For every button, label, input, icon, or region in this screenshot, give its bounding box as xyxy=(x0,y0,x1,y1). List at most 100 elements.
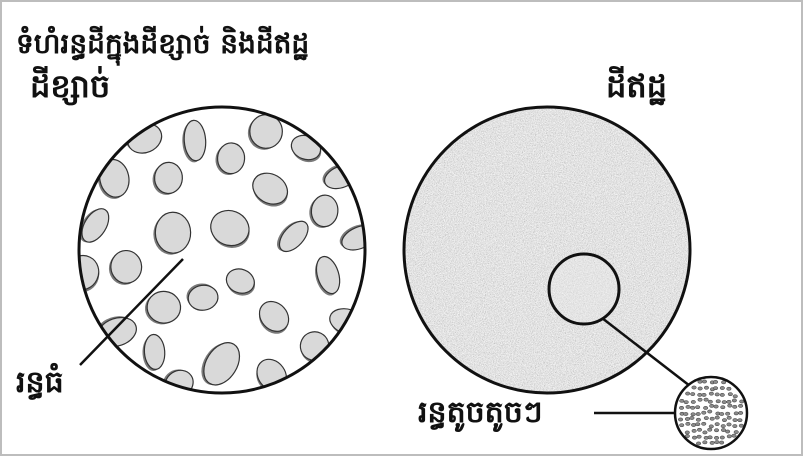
clay-particle xyxy=(728,393,732,396)
clay-particle xyxy=(740,400,744,403)
clay-particle xyxy=(716,400,720,403)
clay-particle xyxy=(690,406,694,409)
clay-particle xyxy=(685,431,689,434)
clay-particle xyxy=(708,436,712,439)
clay-particle xyxy=(680,399,684,402)
clay-particle xyxy=(708,410,712,413)
clay-particle xyxy=(733,405,737,408)
clay-particle xyxy=(727,387,731,390)
clay-particle xyxy=(698,393,702,396)
clay-particle xyxy=(722,400,726,403)
clay-particle xyxy=(692,429,696,432)
clay-particle xyxy=(702,393,706,396)
clay-particle xyxy=(738,404,742,407)
clay-soil-label: ដីឥដ្ឋ xyxy=(606,70,667,102)
clay-particle xyxy=(704,398,708,401)
clay-particle xyxy=(708,428,712,431)
clay-particle xyxy=(720,393,724,396)
diagram-title: ទំហំរន្ធដីក្នុងដីខ្សាច់ និងដីឥដ្ឋ xyxy=(16,30,309,58)
clay-particle xyxy=(691,423,695,426)
clay-particle xyxy=(715,393,719,396)
clay-particle xyxy=(727,416,731,419)
clay-particle xyxy=(685,417,689,420)
clay-particle xyxy=(714,405,718,408)
clay-particle xyxy=(725,412,729,415)
clay-particle xyxy=(713,380,717,383)
clay-particle xyxy=(686,422,690,425)
clay-particle xyxy=(720,436,724,439)
clay-particle xyxy=(696,442,700,445)
clay-particle xyxy=(695,406,699,409)
clay-particle xyxy=(733,395,737,398)
clay-particle xyxy=(696,423,700,426)
clay-particle xyxy=(722,419,726,422)
clay-particle xyxy=(738,419,742,422)
small-pores-detail-circle xyxy=(675,377,747,449)
clay-particle xyxy=(733,424,737,427)
clay-particle xyxy=(703,431,707,434)
clay-particle xyxy=(709,392,713,395)
sandy-soil-circle xyxy=(60,107,380,402)
clay-particle xyxy=(678,418,682,421)
clay-particle xyxy=(685,392,689,395)
clay-soil-circle xyxy=(404,107,690,393)
clay-particle xyxy=(727,423,731,426)
clay-particle xyxy=(720,386,724,389)
clay-particle xyxy=(727,435,731,438)
clay-particle xyxy=(702,422,706,425)
clay-particle xyxy=(692,386,696,389)
clay-particle xyxy=(713,387,717,390)
clay-particle xyxy=(728,404,732,407)
clay-particle xyxy=(692,436,696,439)
clay-particle xyxy=(684,401,688,404)
clay-particle xyxy=(715,440,719,443)
sand-grain xyxy=(155,212,191,254)
clay-particle xyxy=(697,428,701,431)
clay-particle xyxy=(714,436,718,439)
clay-particle xyxy=(690,416,694,419)
clay-particle xyxy=(721,424,725,427)
clay-particle xyxy=(732,399,736,402)
clay-particle xyxy=(697,435,701,438)
clay-particle xyxy=(696,418,700,421)
clay-particle xyxy=(703,441,707,444)
clay-particle xyxy=(698,387,702,390)
clay-particle xyxy=(702,411,706,414)
clay-particle xyxy=(691,413,695,416)
clay-particle xyxy=(696,412,700,415)
clay-particle xyxy=(714,429,718,432)
clay-particle xyxy=(734,430,738,433)
clay-particle xyxy=(734,412,738,415)
clay-particle xyxy=(710,417,714,420)
clay-particle xyxy=(708,400,712,403)
clay-particle xyxy=(679,424,683,427)
clay-particle xyxy=(698,398,702,401)
clay-particle xyxy=(715,423,719,426)
clay-particle xyxy=(684,412,688,415)
clay-particle xyxy=(719,441,723,444)
clay-particle xyxy=(703,406,707,409)
clay-particle xyxy=(710,404,714,407)
small-pores-label: រន្ធតូចតូចៗ xyxy=(418,398,543,428)
large-pores-label: រន្ធធំ xyxy=(16,368,64,398)
clay-particle xyxy=(715,416,719,419)
clay-particle xyxy=(710,441,714,444)
clay-particle xyxy=(727,400,731,403)
clay-particle xyxy=(704,416,708,419)
sandy-soil-label: ដីខ្សាច់ xyxy=(30,70,110,102)
clay-particle xyxy=(733,418,737,421)
clay-particle xyxy=(732,434,736,437)
clay-zoom-region xyxy=(549,254,619,324)
clay-particle xyxy=(702,380,706,383)
clay-particle xyxy=(721,406,725,409)
clay-particle xyxy=(738,411,742,414)
clay-particle xyxy=(691,400,695,403)
clay-particle xyxy=(721,428,725,431)
clay-particle xyxy=(691,392,695,395)
clay-particle xyxy=(704,386,708,389)
clay-particle xyxy=(720,412,724,415)
clay-particle xyxy=(686,405,690,408)
clay-particle xyxy=(725,430,729,433)
clay-particle xyxy=(739,424,743,427)
